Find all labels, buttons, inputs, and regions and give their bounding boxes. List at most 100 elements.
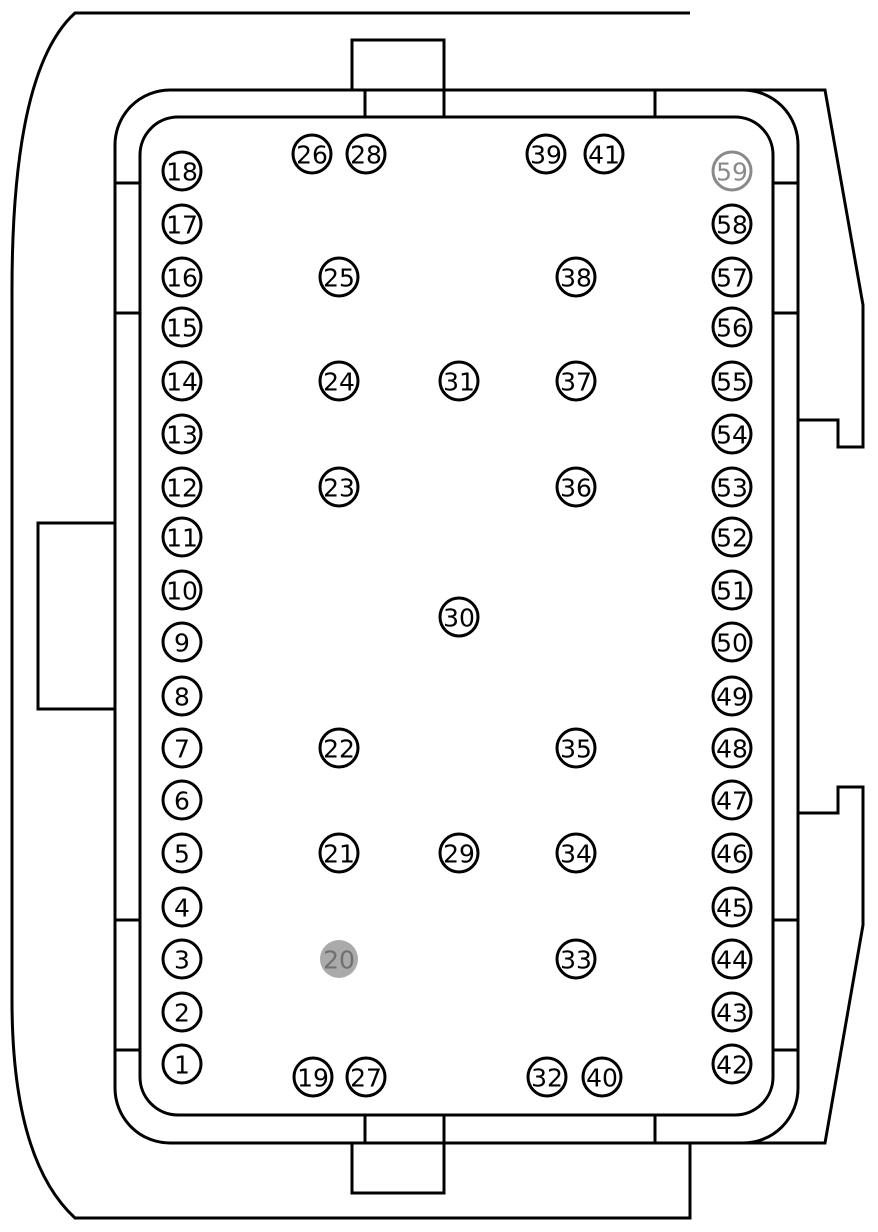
pin-5: 5 (161, 832, 203, 874)
pin-circle (711, 779, 753, 821)
pin-label: 56 (716, 314, 748, 343)
pin-label: 32 (531, 1064, 563, 1093)
pin-label: 21 (323, 840, 355, 869)
pin-label: 19 (297, 1064, 329, 1093)
pin-label: 45 (716, 894, 748, 923)
pin-label: 15 (166, 314, 198, 343)
pin-circle (711, 413, 753, 455)
pin-circle (581, 1056, 623, 1098)
pin-circle (291, 133, 333, 175)
pin-label: 3 (174, 946, 190, 975)
pin-53: 53 (711, 466, 753, 508)
pin-45: 45 (711, 886, 753, 928)
pin-circle (711, 832, 753, 874)
pin-label: 5 (174, 840, 190, 869)
pin-label: 58 (716, 211, 748, 240)
pin-label: 16 (166, 264, 198, 293)
pin-circle (161, 886, 203, 928)
pin-circle (438, 596, 480, 638)
pin-11: 11 (161, 516, 203, 558)
pin-label: 28 (350, 141, 382, 170)
pin-circle (711, 991, 753, 1033)
top-key (350, 38, 446, 90)
pin-circle (161, 938, 203, 980)
pin-circle (438, 360, 480, 402)
pin-29: 29 (438, 832, 480, 874)
pin-circle (161, 675, 203, 717)
pin-35: 35 (555, 727, 597, 769)
pin-15: 15 (161, 306, 203, 348)
pin-circle (318, 466, 360, 508)
pin-label: 43 (716, 999, 748, 1028)
pin-label: 7 (174, 735, 190, 764)
pin-circle (318, 832, 360, 874)
pin-label: 41 (588, 141, 620, 170)
pin-circle (711, 938, 753, 980)
bottom-key (350, 1143, 446, 1195)
pin-32: 32 (526, 1056, 568, 1098)
pin-circle (318, 256, 360, 298)
pin-circle (555, 256, 597, 298)
pin-48: 48 (711, 727, 753, 769)
pin-36: 36 (555, 466, 597, 508)
pin-label: 40 (586, 1064, 618, 1093)
pin-label: 10 (166, 577, 198, 606)
pin-label: 57 (716, 264, 748, 293)
pin-circle (711, 150, 753, 192)
pin-6: 6 (161, 779, 203, 821)
pin-circle (555, 938, 597, 980)
pin-label: 24 (323, 368, 355, 397)
pin-circle (526, 1056, 568, 1098)
pin-circle (711, 569, 753, 611)
pin-7: 7 (161, 727, 203, 769)
pin-label: 51 (716, 577, 748, 606)
pin-label: 31 (443, 368, 475, 397)
pin-27: 27 (345, 1056, 387, 1098)
pin-circle (292, 1056, 334, 1098)
pin-34: 34 (555, 832, 597, 874)
pin-19: 19 (292, 1056, 334, 1098)
pin-label: 44 (716, 946, 748, 975)
pin-54: 54 (711, 413, 753, 455)
pin-circle (161, 150, 203, 192)
pin-circle (318, 727, 360, 769)
pin-label: 14 (166, 368, 198, 397)
pin-label: 42 (716, 1051, 748, 1080)
pin-label: 36 (560, 474, 592, 503)
left-latch-tab (36, 521, 115, 711)
pin-circle (583, 133, 625, 175)
pin-31: 31 (438, 360, 480, 402)
pin-23: 23 (318, 466, 360, 508)
pin-43: 43 (711, 991, 753, 1033)
pin-47: 47 (711, 779, 753, 821)
pin-21: 21 (318, 832, 360, 874)
pin-55: 55 (711, 360, 753, 402)
pin-label: 25 (323, 264, 355, 293)
pin-label: 9 (174, 629, 190, 658)
pin-28: 28 (345, 133, 387, 175)
outer-housing (10, 11, 692, 1220)
pin-label: 2 (174, 999, 190, 1028)
pin-14: 14 (161, 360, 203, 402)
pin-circle (161, 360, 203, 402)
pin-label: 55 (716, 368, 748, 397)
pin-22: 22 (318, 727, 360, 769)
pin-circle (161, 203, 203, 245)
pin-circle (555, 360, 597, 402)
pin-18: 18 (161, 150, 203, 192)
pin-label: 50 (716, 629, 748, 658)
pin-circle (525, 133, 567, 175)
pin-label: 26 (296, 141, 328, 170)
pin-circle (318, 360, 360, 402)
pin-circle (161, 413, 203, 455)
pin-label: 30 (443, 604, 475, 633)
pin-2: 2 (161, 991, 203, 1033)
pin-3: 3 (161, 938, 203, 980)
pin-25: 25 (318, 256, 360, 298)
pin-circle (555, 466, 597, 508)
pin-circle (320, 940, 358, 978)
middle-frame (113, 88, 800, 1145)
pin-circle (711, 203, 753, 245)
right-latch (740, 88, 865, 449)
